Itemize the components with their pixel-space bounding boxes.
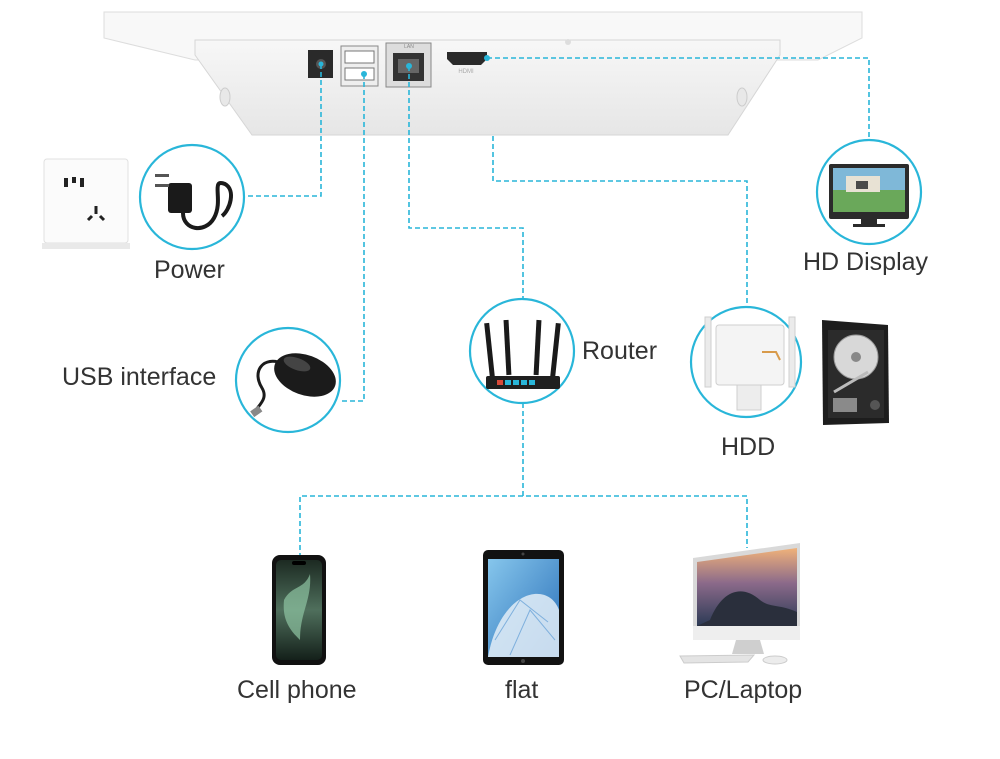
line-bottom-bus (299, 495, 748, 558)
label-hdd: HDD (721, 433, 776, 461)
nvr-device: LAN HDMI (103, 11, 863, 136)
line-hdd (492, 136, 748, 309)
line-power (243, 64, 322, 197)
label-power: Power (154, 256, 225, 284)
label-cell-phone: Cell phone (237, 676, 357, 704)
mouse-icon (234, 326, 342, 434)
router-icon (468, 297, 576, 405)
power-adapter-icon (138, 143, 246, 251)
label-router: Router (582, 337, 658, 365)
label-flat: flat (505, 676, 539, 704)
line-lan (408, 66, 524, 300)
tablet-icon (483, 550, 564, 665)
line-usb (340, 74, 365, 402)
svg-text:HDMI: HDMI (458, 69, 474, 75)
lan-port[interactable]: LAN (385, 42, 432, 88)
wall-socket-icon (42, 158, 130, 249)
line-hdmi (487, 57, 870, 140)
phone-icon (272, 555, 326, 665)
connector-lines (243, 57, 870, 558)
hard-drive-icon (822, 320, 889, 425)
usb-ports[interactable] (340, 45, 379, 87)
monitor-icon (815, 138, 923, 246)
nvr-back-icon (689, 305, 803, 419)
label-pc-laptop: PC/Laptop (684, 676, 803, 704)
label-usb-interface: USB interface (62, 363, 217, 391)
svg-text:LAN: LAN (404, 44, 414, 50)
hdmi-port[interactable]: HDMI (447, 52, 490, 75)
desktop-pc-icon (679, 543, 800, 665)
label-hd-display: HD Display (803, 248, 929, 276)
